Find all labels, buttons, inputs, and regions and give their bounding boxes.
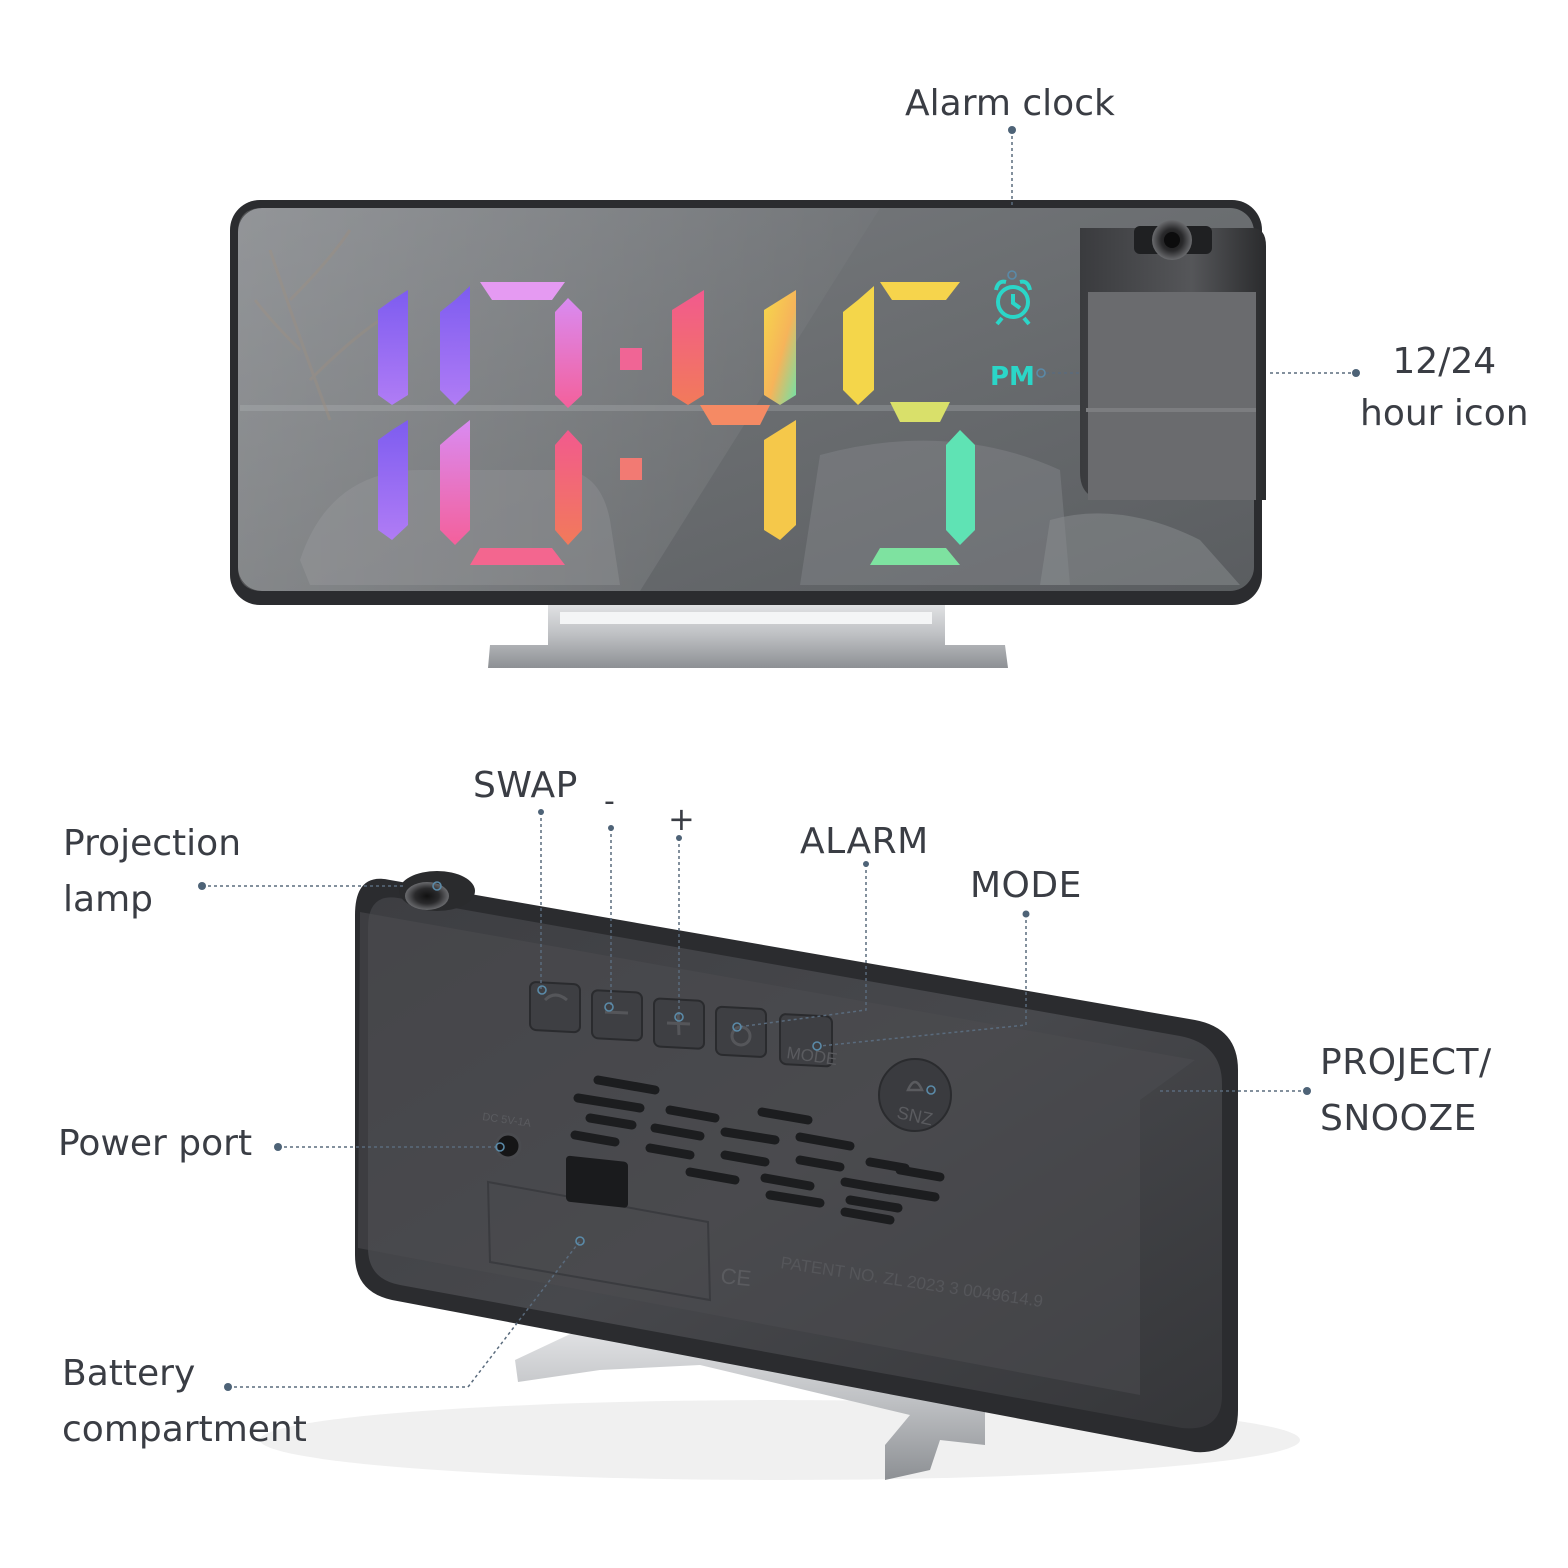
callout-swap: SWAP: [473, 765, 578, 806]
button-row: [529, 981, 833, 1068]
alarm-clock-icon: [994, 279, 1032, 326]
callout-battery-compartment: Battery compartment: [62, 1346, 307, 1458]
callout-project-snooze-line2: SNOOZE: [1320, 1098, 1477, 1139]
callout-battery-line2: compartment: [62, 1409, 307, 1450]
callout-power-port: Power port: [58, 1123, 253, 1164]
callout-alarm-clock: Alarm clock: [905, 83, 1115, 124]
callout-hour-icon-line2: hour icon: [1360, 393, 1529, 435]
callout-hour-icon: 12/24 hour icon: [1360, 336, 1529, 440]
callout-minus: -: [604, 784, 615, 819]
callout-project-snooze: PROJECT/ SNOOZE: [1320, 1035, 1492, 1147]
callout-alarm: ALARM: [800, 821, 929, 862]
callout-projection-lamp-line2: lamp: [63, 879, 153, 920]
callout-plus: +: [668, 800, 695, 838]
callout-projection-lamp-line1: Projection: [63, 823, 242, 864]
battery-door: [486, 1180, 712, 1302]
front-clock: PM: [230, 200, 1266, 668]
callout-hour-icon-line1: 12/24: [1392, 341, 1497, 382]
minus-key[interactable]: [591, 989, 643, 1042]
back-view: MODE SNZ DC 5V-1A CE PATENT NO. ZL 2023 …: [260, 871, 1300, 1480]
speaker-vents: [570, 1075, 945, 1225]
callout-battery-line1: Battery: [62, 1353, 196, 1394]
ce-mark: CE: [719, 1263, 752, 1291]
callout-mode: MODE: [970, 865, 1082, 906]
pm-indicator: PM: [990, 362, 1035, 392]
callout-project-snooze-line1: PROJECT/: [1320, 1042, 1492, 1083]
callout-projection-lamp: Projection lamp: [63, 816, 241, 928]
led-digits: [378, 282, 975, 565]
mode-key[interactable]: [779, 1013, 833, 1068]
alarm-key[interactable]: [715, 1005, 767, 1058]
back-stand: [515, 1320, 985, 1480]
snz-key[interactable]: [878, 1058, 952, 1132]
